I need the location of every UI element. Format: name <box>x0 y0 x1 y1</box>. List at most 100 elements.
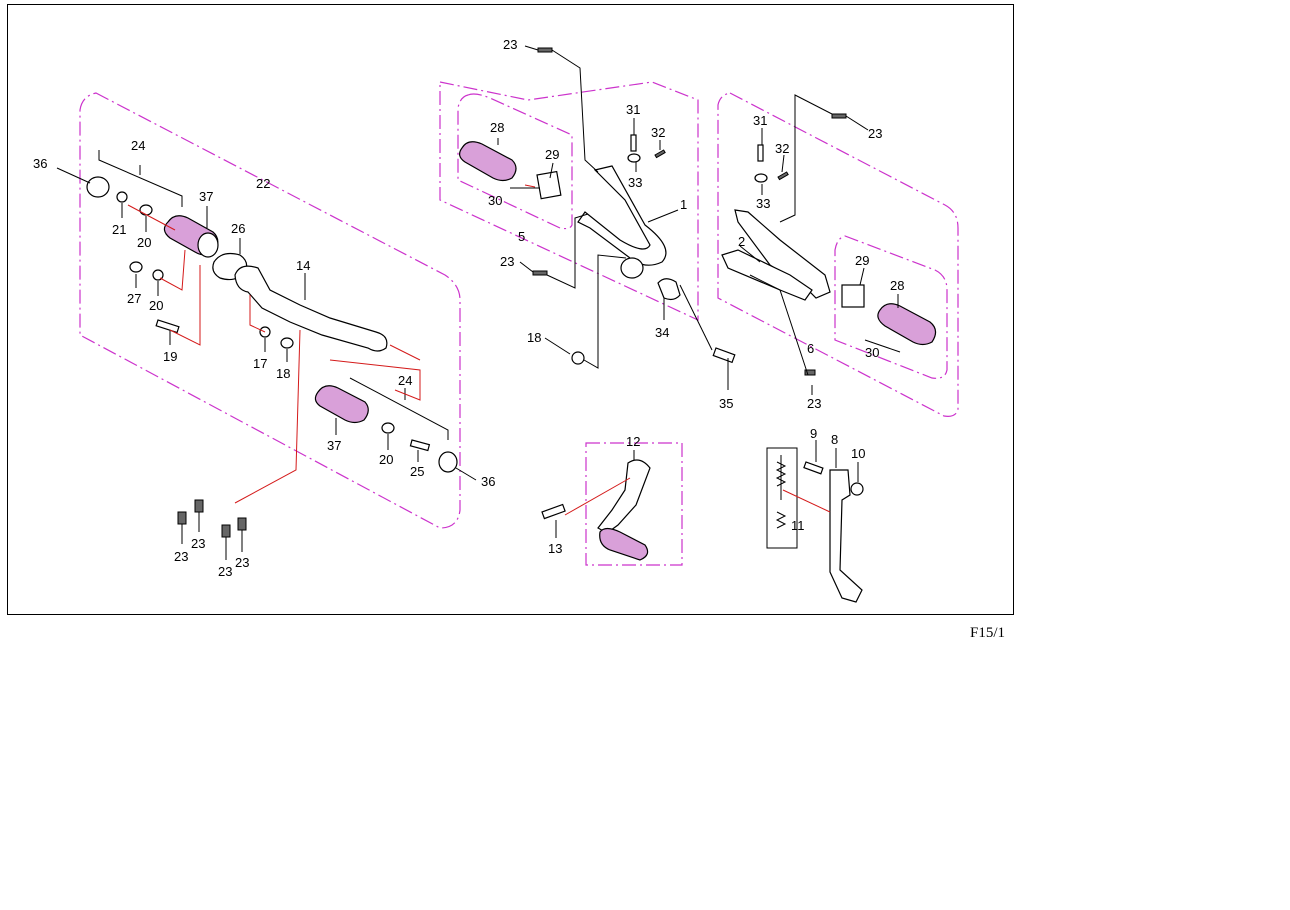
assembly-lines <box>127 184 831 516</box>
spring-11-part <box>775 455 787 529</box>
bolt-23h-part <box>804 369 816 376</box>
callout-c19: 23 <box>174 549 188 564</box>
callout-c4: 37 <box>199 189 213 204</box>
washer-20-part <box>139 204 153 216</box>
callout-c40: 2 <box>738 234 745 249</box>
callout-c18: 36 <box>481 474 495 489</box>
group-11-box <box>766 447 798 549</box>
bushing-part <box>620 257 644 279</box>
callout-c47: 13 <box>548 541 562 556</box>
callout-c38: 32 <box>775 141 789 156</box>
clip-32b-part <box>777 171 789 181</box>
callout-c48: 9 <box>810 426 817 441</box>
bracket-1-part <box>577 165 667 266</box>
callout-c49: 8 <box>831 432 838 447</box>
pivot-29b-part <box>841 284 865 308</box>
washer-33b-part <box>754 173 768 183</box>
bolt-23d-part <box>237 517 247 531</box>
bolt-23b-part <box>194 499 204 513</box>
bracket-6-part <box>721 249 813 301</box>
bolt-19-part <box>155 319 180 334</box>
cap-36-part <box>86 176 110 198</box>
callout-c25: 29 <box>545 147 559 162</box>
callout-c20: 23 <box>191 536 205 551</box>
group-30-right-outline <box>834 235 948 379</box>
footrest-rubber-28b-part <box>877 303 937 346</box>
nut-21-part <box>116 191 128 203</box>
callout-c23: 23 <box>503 37 517 52</box>
callout-c46: 12 <box>626 434 640 449</box>
nut-10-part <box>850 482 864 496</box>
footrest-rubber-28-part <box>459 141 517 182</box>
callout-c17: 25 <box>410 464 424 479</box>
nut-18-part <box>280 337 294 349</box>
group-12-outline <box>585 442 683 566</box>
callout-c41: 29 <box>855 253 869 268</box>
callout-c26: 30 <box>488 193 502 208</box>
callout-c15: 37 <box>327 438 341 453</box>
nut-27-part <box>129 261 143 273</box>
callout-c29: 33 <box>628 175 642 190</box>
callout-c33: 18 <box>527 330 541 345</box>
callout-c21: 23 <box>218 564 232 579</box>
callout-labels: 36 24 22 37 21 20 26 27 20 14 19 17 18 2… <box>33 37 904 579</box>
group-6-outline <box>717 92 959 417</box>
callout-c35: 35 <box>719 396 733 411</box>
pin-31b-part <box>757 144 764 162</box>
callout-c28: 32 <box>651 125 665 140</box>
group-30-left-outline <box>457 93 573 230</box>
washer-20b-part <box>152 269 164 281</box>
callout-c7: 26 <box>231 221 245 236</box>
bolt-23a-part <box>177 511 187 525</box>
callout-c37: 31 <box>753 113 767 128</box>
pivot-29-part <box>536 170 562 200</box>
callout-c39: 33 <box>756 196 770 211</box>
bolt-23g-part <box>831 113 847 119</box>
bolt-25-part <box>409 439 431 452</box>
bolt-13-part <box>541 503 566 520</box>
callout-c51: 11 <box>791 518 805 533</box>
bolt-23e-part <box>537 47 553 53</box>
callout-c42: 28 <box>890 278 904 293</box>
callout-c50: 10 <box>851 446 865 461</box>
bolt-35-part <box>712 347 736 364</box>
cap-36b-part <box>438 451 458 473</box>
brake-pedal-12-part <box>597 459 651 534</box>
callout-c22: 23 <box>235 555 249 570</box>
callout-c6: 20 <box>137 235 151 250</box>
collar-34-part <box>657 278 681 301</box>
bolt-23f-part <box>532 270 548 276</box>
bracket-2-part <box>734 209 831 299</box>
callout-c24: 28 <box>490 120 504 135</box>
callout-c14: 24 <box>398 373 412 388</box>
clip-32-part <box>654 149 666 159</box>
callout-c8: 27 <box>127 291 141 306</box>
callout-c13: 18 <box>276 366 290 381</box>
group-22-outline <box>79 92 461 529</box>
callout-c12: 17 <box>253 356 267 371</box>
callout-c30: 1 <box>680 197 687 212</box>
footrest-end-37-part <box>197 232 219 258</box>
footrest-bar-14-part <box>234 265 388 352</box>
callout-c45: 23 <box>807 396 821 411</box>
bolt-9-part <box>803 461 824 475</box>
callout-c11: 19 <box>163 349 177 364</box>
callout-c31: 5 <box>518 229 525 244</box>
callout-c5: 21 <box>112 222 126 237</box>
pedal-rubber-part <box>599 527 649 561</box>
diagram-frame <box>7 4 1014 615</box>
callout-c10: 14 <box>296 258 310 273</box>
bolt-23c-part <box>221 524 231 538</box>
washer-33-part <box>627 153 641 163</box>
callout-c43: 6 <box>807 341 814 356</box>
group-5-outline <box>439 81 699 321</box>
callout-c1: 36 <box>33 156 47 171</box>
callout-c44: 30 <box>865 345 879 360</box>
side-stand-8-part <box>829 469 863 603</box>
pin-31-part <box>630 134 637 152</box>
callout-c32: 23 <box>500 254 514 269</box>
nut-18b-part <box>571 351 585 365</box>
callout-c2: 24 <box>131 138 145 153</box>
callout-c36: 23 <box>868 126 882 141</box>
